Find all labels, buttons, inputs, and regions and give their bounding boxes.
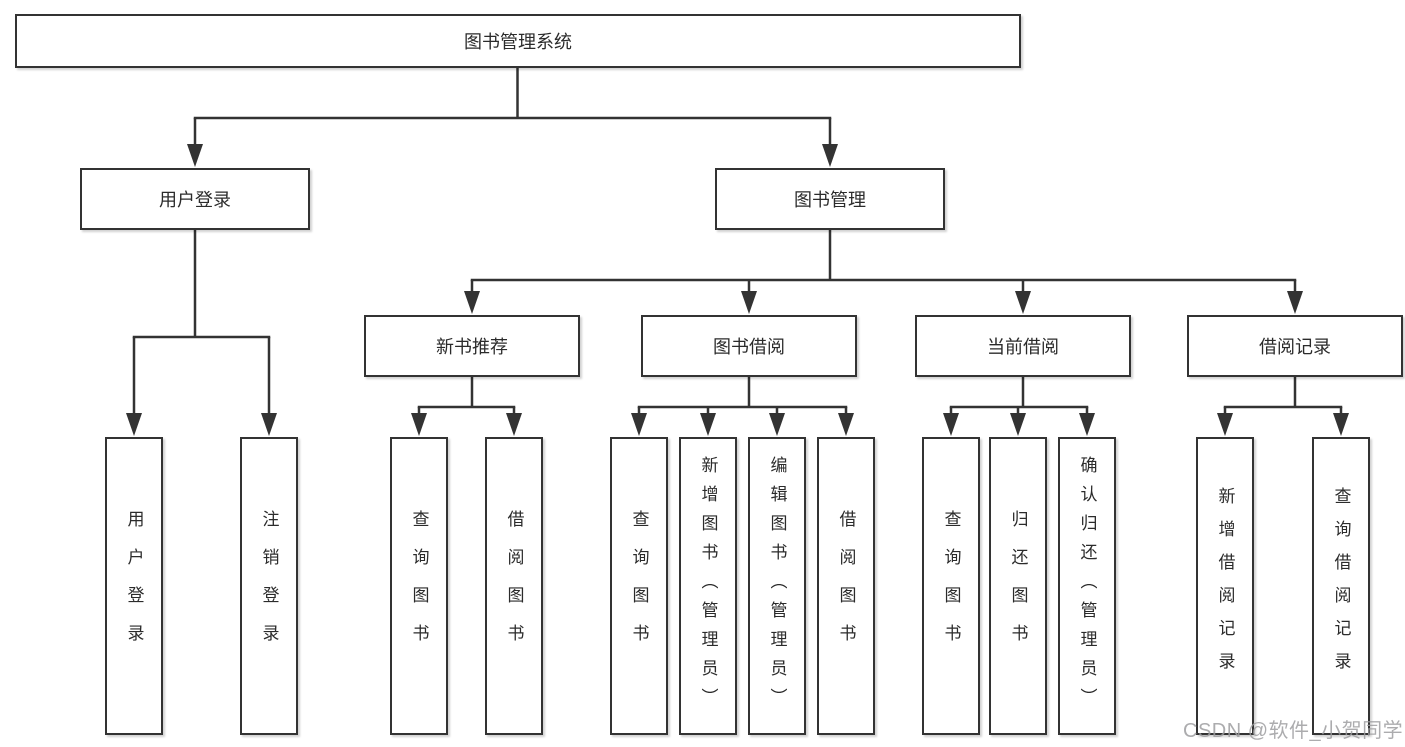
leaf-return-books: 归还图书	[989, 437, 1047, 735]
node-borrow-records-label: 借阅记录	[1259, 337, 1331, 357]
leaf-query-borrow-record-label: 查询借阅记录	[1331, 487, 1351, 685]
node-book-management: 图书管理	[715, 168, 945, 230]
leaf-logout-login: 注销登录	[240, 437, 298, 735]
node-root: 图书管理系统	[15, 14, 1021, 68]
leaf-user-login: 用户登录	[105, 437, 163, 735]
node-book-borrow-label: 图书借阅	[713, 337, 785, 357]
leaf-borrow-books-borrow: 借阅图书	[817, 437, 875, 735]
node-book-borrow: 图书借阅	[641, 315, 857, 377]
node-user-login-label: 用户登录	[159, 190, 231, 210]
node-current-borrow-label: 当前借阅	[987, 337, 1059, 357]
leaf-edit-book-admin-label: 编辑图书（管理员）	[767, 455, 787, 717]
leaf-confirm-return-admin-label: 确认归还（管理员）	[1077, 455, 1097, 717]
leaf-return-books-label: 归还图书	[1008, 510, 1028, 662]
leaf-logout-login-label: 注销登录	[259, 510, 279, 662]
csdn-watermark: CSDN @软件_小贺同学	[1183, 720, 1404, 742]
leaf-confirm-return-admin: 确认归还（管理员）	[1058, 437, 1116, 735]
leaf-query-books-current: 查询图书	[922, 437, 980, 735]
leaf-borrow-books-recommend-label: 借阅图书	[504, 510, 524, 662]
leaf-query-books-borrow-label: 查询图书	[629, 510, 649, 662]
node-borrow-records: 借阅记录	[1187, 315, 1403, 377]
node-new-book-recommend: 新书推荐	[364, 315, 580, 377]
leaf-add-borrow-record-label: 新增借阅记录	[1215, 487, 1235, 685]
leaf-query-books-borrow: 查询图书	[610, 437, 668, 735]
leaf-edit-book-admin: 编辑图书（管理员）	[748, 437, 806, 735]
node-new-book-recommend-label: 新书推荐	[436, 337, 508, 357]
leaf-query-books-current-label: 查询图书	[941, 510, 961, 662]
leaf-query-borrow-record: 查询借阅记录	[1312, 437, 1370, 735]
leaf-query-books-recommend-label: 查询图书	[409, 510, 429, 662]
leaf-borrow-books-recommend: 借阅图书	[485, 437, 543, 735]
node-root-label: 图书管理系统	[464, 32, 572, 52]
node-book-management-label: 图书管理	[794, 190, 866, 210]
leaf-add-book-admin-label: 新增图书（管理员）	[698, 455, 718, 717]
leaf-query-books-recommend: 查询图书	[390, 437, 448, 735]
leaf-add-book-admin: 新增图书（管理员）	[679, 437, 737, 735]
leaf-borrow-books-borrow-label: 借阅图书	[836, 510, 856, 662]
node-user-login: 用户登录	[80, 168, 310, 230]
node-current-borrow: 当前借阅	[915, 315, 1131, 377]
leaf-user-login-label: 用户登录	[124, 510, 144, 662]
leaf-add-borrow-record: 新增借阅记录	[1196, 437, 1254, 735]
